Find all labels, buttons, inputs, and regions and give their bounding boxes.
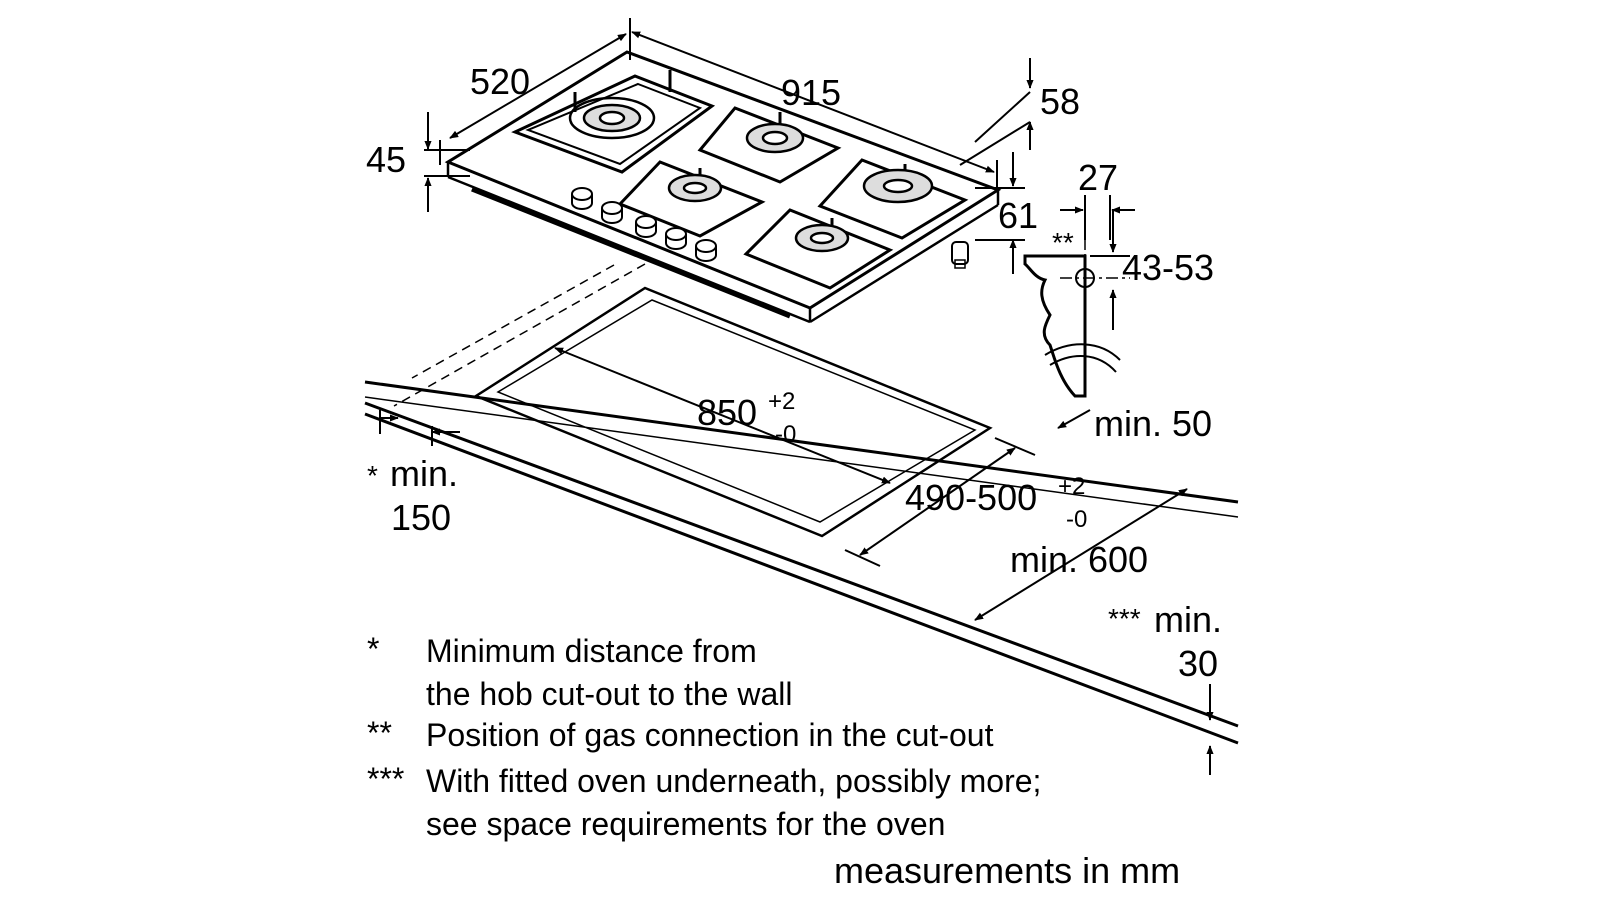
label-right-height: 58	[1040, 81, 1080, 122]
note-2-line-1: Position of gas connection in the cut-ou…	[426, 717, 994, 753]
dimension-lines	[379, 18, 1214, 775]
footnotes: * Minimum distance from the hob cut-out …	[367, 631, 1180, 891]
note-marker-1: *	[367, 631, 379, 667]
label-min-below-value: 30	[1178, 643, 1218, 684]
projection-lines	[393, 263, 646, 407]
gas-connection-profile	[1023, 215, 1130, 398]
label-cutout-width-tol-plus: +2	[768, 388, 795, 415]
label-min-wall: min.	[390, 453, 458, 494]
measurement-unit-caption: measurements in mm	[834, 850, 1180, 891]
label-hob-width: 915	[781, 72, 841, 113]
note-1-line-1: Minimum distance from	[426, 633, 757, 669]
label-min-back: min. 50	[1094, 403, 1212, 444]
label-gas-offset: 27	[1078, 157, 1118, 198]
control-knobs	[571, 187, 717, 262]
label-gas-height: 43-53	[1122, 247, 1214, 288]
note-marker-3: ***	[367, 761, 404, 797]
label-foot-offset: 61	[998, 195, 1038, 236]
label-min-wall-star: *	[367, 460, 378, 491]
label-min-counter: min. 600	[1010, 539, 1148, 580]
label-cutout-depth-tol-plus: +2	[1058, 473, 1085, 500]
label-cutout-depth-tol-minus: -0	[1066, 506, 1087, 533]
label-gas-marker: **	[1052, 227, 1074, 258]
note-marker-2: **	[367, 715, 392, 751]
label-cutout-depth: 490-500	[905, 477, 1037, 518]
label-min-below: min.	[1154, 599, 1222, 640]
label-cutout-width: 850	[697, 392, 757, 433]
label-min-below-stars: ***	[1108, 603, 1141, 634]
note-3-line-2: see space requirements for the oven	[426, 806, 945, 842]
note-1-line-2: the hob cut-out to the wall	[426, 676, 792, 712]
label-front-height: 45	[366, 139, 406, 180]
label-hob-depth: 520	[470, 61, 530, 102]
label-cutout-width-tol-minus: -0	[775, 421, 796, 448]
note-3-line-1: With fitted oven underneath, possibly mo…	[426, 763, 1041, 799]
label-min-wall-value: 150	[391, 497, 451, 538]
